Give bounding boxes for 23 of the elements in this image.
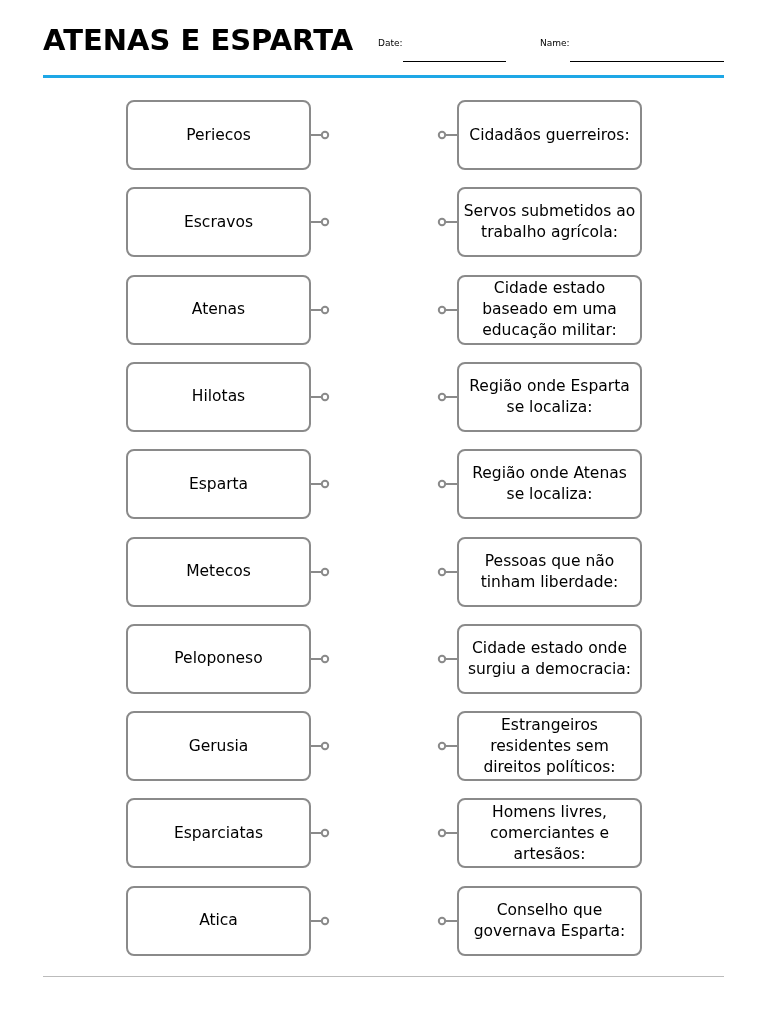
definition-box: Cidadãos guerreiros: — [457, 100, 642, 170]
term-box: Periecos — [126, 100, 311, 170]
definition-box: Pessoas que não tinham liberdade: — [457, 536, 642, 607]
definition-box: Servos submetidos ao trabalho agrícola: — [457, 187, 642, 258]
definition-box: Cidade estado baseado em uma educação militar: — [457, 274, 642, 345]
title: ATENAS E ESPARTA — [43, 26, 354, 55]
term-box: Gerusia — [126, 711, 311, 782]
term-box: Atica — [126, 885, 311, 956]
term-box: Escravos — [126, 187, 311, 258]
definition-box: Cidade estado onde surgiu a democracia: — [457, 623, 642, 694]
term-box: Atenas — [126, 274, 311, 345]
definition-box: Estrangeiros residentes sem direitos políticos: — [457, 711, 642, 782]
term-box: Esparta — [126, 449, 311, 520]
definition-box: Conselho que governava Esparta: — [457, 885, 642, 956]
term-box: Hilotas — [126, 361, 311, 432]
term-box: Peloponeso — [126, 623, 311, 694]
definition-box: Região onde Esparta se localiza: — [457, 361, 642, 432]
field-label: Date: — [378, 37, 403, 50]
definition-box: Região onde Atenas se localiza: — [457, 449, 642, 520]
field-label: Name: — [540, 37, 570, 50]
term-box: Metecos — [126, 536, 311, 607]
term-box: Esparciatas — [126, 798, 311, 869]
definition-box: Homens livres, comerciantes e artesãos: — [457, 798, 642, 869]
